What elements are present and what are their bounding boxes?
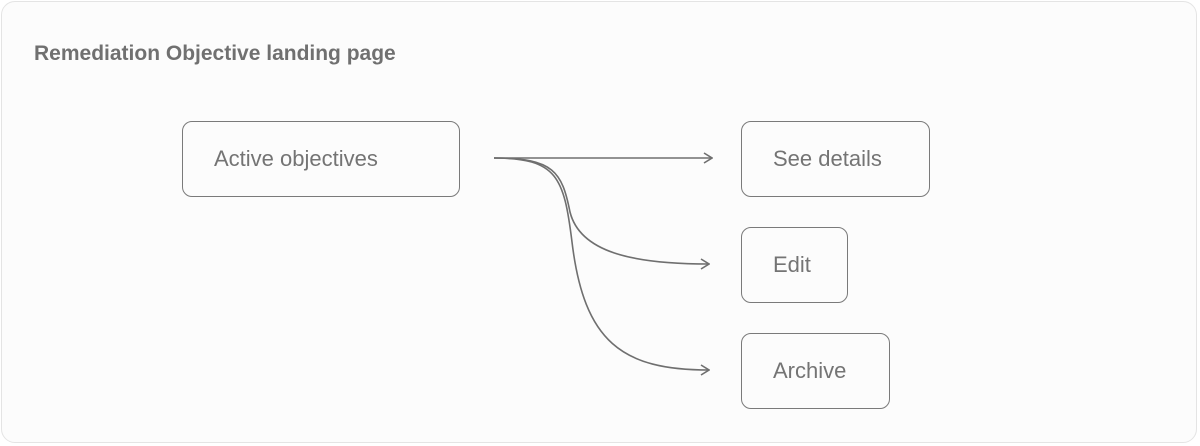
active-objectives-node[interactable]: Active objectives (182, 121, 460, 197)
see-details-label: See details (773, 146, 882, 171)
see-details-node[interactable]: See details (741, 121, 930, 197)
archive-label: Archive (773, 358, 847, 383)
edit-label: Edit (773, 252, 811, 277)
edge-to-edit (493, 157, 709, 264)
edge-to-archive (493, 157, 709, 370)
diagram-title: Remediation Objective landing page (34, 42, 396, 65)
archive-node[interactable]: Archive (741, 333, 890, 409)
active-objectives-label: Active objectives (214, 146, 378, 171)
edit-node[interactable]: Edit (741, 227, 848, 303)
